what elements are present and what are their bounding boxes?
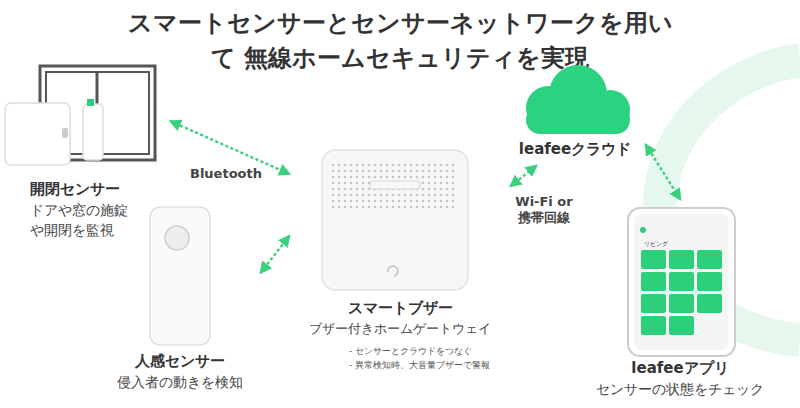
sensor-node: 人感センサー侵入者の動きを検知: [105, 245, 255, 405]
phone-screen: [634, 214, 729, 350]
cloud-shape: [526, 106, 630, 134]
sensor-indicator: [87, 99, 94, 106]
node-text: 侵入者の動きを検知: [109, 372, 251, 392]
contact-sensor-magnet: [83, 104, 103, 160]
node-heading: スマートブザー: [299, 297, 501, 319]
node-heading: leafeeアプリ: [594, 357, 766, 379]
node-text: ドアや窓の施錠 や開閉を監視: [30, 200, 130, 240]
speaker-grille: [332, 160, 458, 208]
node-text: ブザー付きホームゲートウェイ: [299, 319, 501, 338]
node-text: - センサーとクラウドをつなぐ: [299, 344, 501, 358]
node-text: センサーの状態をチェック: [594, 379, 766, 399]
node-heading: leafeeクラウド: [514, 138, 636, 160]
gateway-node: スマートブザーブザー付きホームゲートウェイ - センサーとクラウドをつなぐ- 異常…: [295, 145, 505, 385]
dotted-connector: [261, 236, 289, 272]
cloud-shape: [510, 60, 640, 140]
node-text: - 異常検知時、大音量ブザーで警報: [299, 358, 501, 372]
screen-label: リビング: [644, 240, 668, 248]
app-tiles: [641, 250, 722, 335]
node-heading: 人感センサー: [109, 350, 251, 372]
connection-label: Wi-Fi or 携帯回線: [512, 194, 576, 226]
sensor-node: 開閉センサードアや窓の施錠 や開閉を監視: [5, 62, 165, 242]
cloud-node: leafeeクラウド: [510, 60, 640, 160]
buzzer-slot: [370, 181, 420, 189]
buzzer-body: [322, 150, 468, 290]
app-logo: [640, 227, 646, 233]
background-arc: [660, 60, 800, 215]
motion-sensor-body: [150, 207, 210, 345]
sensor-clip: [62, 128, 68, 138]
diagram-title: スマートセンサーとセンサーネットワークを用いて 無線ホームセキュリティを実現: [117, 6, 683, 76]
phone-body: [628, 208, 735, 356]
app-node: leafeeアプリセンサーの状態をチェック: [590, 205, 770, 405]
buzzer-logo: [388, 266, 398, 276]
dotted-connector: [511, 166, 536, 186]
connection-label: Bluetooth: [188, 166, 264, 182]
motion-sensor-lens: [165, 226, 189, 250]
node-heading: 開閉センサー: [30, 178, 161, 200]
contact-sensor-body: [5, 103, 70, 165]
dotted-connector: [646, 145, 680, 199]
